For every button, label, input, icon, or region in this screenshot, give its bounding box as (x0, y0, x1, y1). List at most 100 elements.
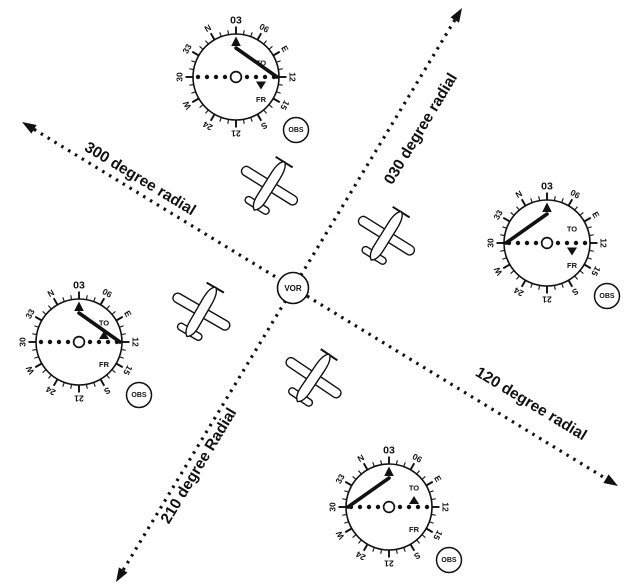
compass-tick (421, 476, 426, 480)
compass-tick (520, 279, 527, 288)
vor-station: VOR (276, 271, 310, 305)
compass-tick (574, 275, 578, 280)
rose-label-30: 30 (486, 238, 496, 248)
rose-label-30: 30 (18, 337, 28, 347)
compass-tick (250, 117, 253, 122)
rose-label-30: 30 (175, 72, 185, 82)
rose-label-33: 33 (333, 472, 347, 485)
rose-label-03: 03 (541, 181, 553, 193)
cdi-dot (47, 339, 53, 345)
compass-tick (502, 216, 511, 223)
compass-tick (121, 333, 126, 336)
cdi-needle (234, 46, 279, 79)
compass-tick (32, 348, 37, 351)
compass-tick (579, 270, 584, 274)
rose-label-24: 24 (201, 119, 214, 133)
compass-tick (189, 68, 194, 71)
compass-tick (520, 198, 527, 207)
rose-label-15: 15 (278, 99, 292, 112)
rose-label-30: 30 (328, 502, 338, 512)
compass-tick (530, 283, 533, 288)
compass-tick (362, 543, 369, 552)
radial-label-030: 030 degree radial (381, 70, 461, 187)
compass-tick (403, 547, 406, 552)
to-label: TO (567, 225, 577, 234)
compass-tick (34, 362, 43, 369)
compass-tick (121, 348, 126, 351)
cdi-dot (105, 339, 111, 345)
rose-label-E: E (279, 44, 291, 54)
compass-tick (256, 32, 263, 41)
rose-label-33: 33 (491, 208, 505, 221)
compass-tick (380, 549, 383, 554)
rose-label-S: S (570, 286, 580, 298)
cdi-needle (77, 311, 122, 344)
compass-tick (199, 46, 204, 50)
compass-tick (567, 279, 574, 288)
compass-tick (516, 206, 520, 211)
compass-tick (502, 263, 511, 270)
rose-label-12: 12 (131, 337, 141, 347)
compass-tick (34, 356, 39, 359)
compass-tick (119, 325, 124, 328)
cdi-center-circle (229, 70, 243, 84)
compass-tick (115, 315, 124, 322)
compass-tick (587, 257, 592, 260)
arrowhead-120 (603, 474, 618, 486)
compass-tick (199, 104, 204, 108)
compass-tick (416, 470, 420, 475)
compass-tick (42, 311, 47, 315)
compass-tick (574, 206, 578, 211)
compass-tick (189, 83, 194, 86)
rose-label-15: 15 (121, 364, 135, 377)
rose-label-N: N (514, 188, 524, 200)
cdi-dot (357, 504, 363, 510)
to-flag-triangle (99, 331, 109, 339)
compass-tick (242, 119, 245, 124)
compass-tick (219, 117, 222, 122)
from-flag-triangle (567, 247, 577, 256)
compass-tick (587, 226, 592, 229)
rose-label-15: 15 (589, 265, 603, 278)
compass-tick (52, 297, 59, 306)
compass-tick (276, 60, 281, 63)
rose-label-33: 33 (180, 42, 194, 55)
compass-tick (352, 534, 357, 538)
cdi-dot (38, 339, 44, 345)
rose-label-E: E (590, 210, 602, 220)
radial-label-300: 300 degree radial (81, 139, 198, 219)
compass-tick (583, 263, 592, 270)
obs-knob (282, 116, 310, 144)
rose-label-N: N (203, 22, 213, 34)
compass-tick (209, 32, 216, 41)
rose-label-03: 03 (73, 280, 85, 292)
cdi-dot (424, 504, 430, 510)
compass-tick (34, 315, 43, 322)
compass-tick (538, 196, 541, 201)
cdi-center-circle (540, 236, 554, 250)
to-label: TO (409, 484, 419, 493)
rose-label-24: 24 (44, 384, 57, 398)
compass-tick (242, 30, 245, 35)
compass-tick (115, 362, 124, 369)
cdi-dot (555, 240, 561, 246)
cdi-dot (96, 339, 102, 345)
compass-tick (219, 32, 222, 37)
cdi-dot (397, 504, 403, 510)
aircraft-icon (269, 335, 357, 421)
compass-tick (372, 462, 375, 467)
rose-label-S: S (259, 120, 269, 132)
compass-tick (191, 97, 200, 104)
compass-tick (99, 378, 106, 387)
rose-label-W: W (23, 363, 36, 376)
compass-tick (358, 539, 362, 544)
compass-tick (425, 480, 434, 487)
compass-tick (268, 46, 273, 50)
compass-tick (119, 356, 124, 359)
compass-tick (431, 498, 436, 501)
compass-tick (358, 470, 362, 475)
compass-tick (500, 234, 505, 237)
compass-tick (93, 382, 96, 387)
compass-tick (362, 462, 369, 471)
